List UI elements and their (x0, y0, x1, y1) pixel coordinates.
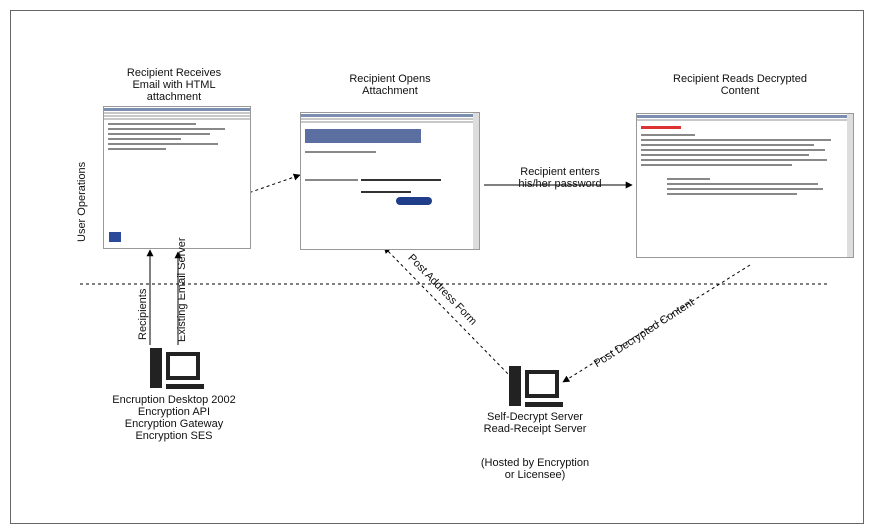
server-computer-icon (507, 364, 565, 415)
step-read-label: Recipient Reads Decrypted Content (673, 73, 807, 97)
step-receive-label: Recipient Receives Email with HTML attac… (126, 67, 222, 103)
recipients-label: Recipients (137, 288, 149, 340)
server-note-label: (Hosted by Encryption or Licensee) (480, 457, 590, 481)
email-client-thumbnail (103, 106, 251, 249)
step-open-label: Recipient Opens Attachment (349, 73, 431, 97)
server-box-label: Self-Decrypt Server Read-Receipt Server (483, 411, 587, 435)
diagram-frame (10, 10, 864, 524)
browser-thumbnail (300, 112, 480, 250)
sender-computer-icon (148, 346, 206, 397)
decrypted-content-thumbnail (636, 113, 854, 258)
attachment-icon (109, 232, 121, 242)
sender-box-label: Encruption Desktop 2002 Encryption API E… (112, 394, 236, 442)
existing-mail-label: Existing Email Server (176, 237, 188, 342)
arrow-server-to-open (383, 246, 513, 379)
arrow-read-to-server (562, 264, 751, 383)
user-operations-label: User Operations (76, 161, 88, 242)
password-label: Recipient enters his/her password (518, 166, 602, 190)
